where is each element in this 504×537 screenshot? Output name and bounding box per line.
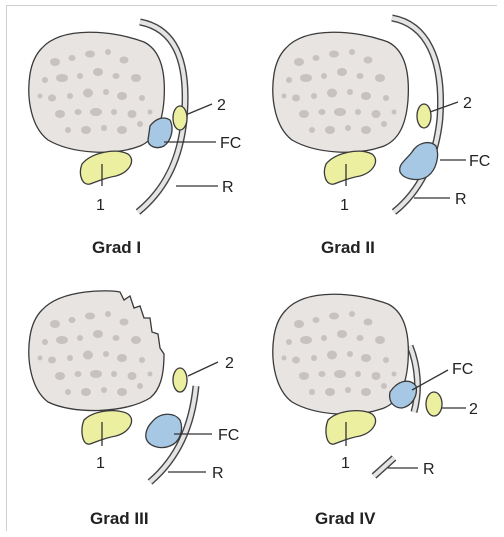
- structure-2-grad-1: [173, 106, 187, 130]
- label-1-grad-2: 1: [340, 197, 349, 214]
- label-r-grad-4: R: [423, 461, 435, 478]
- label-2-grad-4: 2: [469, 401, 478, 418]
- label-r-grad-2: R: [455, 191, 467, 208]
- grade-label-1: Grad I: [92, 238, 141, 257]
- label-fc-grad-2: FC: [469, 153, 490, 170]
- label-1-grad-4: 1: [341, 455, 350, 472]
- structure-2-grad-2: [417, 104, 431, 128]
- label-2-grad-3: 2: [225, 355, 234, 372]
- label-1-grad-3: 1: [96, 455, 105, 472]
- panel-grad-3: [29, 291, 218, 482]
- grade-label-3: Grad III: [90, 509, 149, 528]
- grade-label-2: Grad II: [321, 238, 375, 257]
- bone-4: [273, 294, 409, 414]
- label-2-grad-1: 2: [217, 97, 226, 114]
- fc-structure-2: [400, 143, 438, 180]
- label-fc-grad-1: FC: [220, 135, 241, 152]
- label-r-grad-3: R: [212, 465, 224, 482]
- structure-1-grad-3: [82, 411, 132, 445]
- label-fc-grad-4: FC: [452, 361, 473, 378]
- panel-grad-4: [273, 294, 466, 476]
- bone-1: [29, 32, 165, 152]
- bone-2: [273, 32, 409, 152]
- structure-1-grad-4: [326, 411, 376, 445]
- structure-1-grad-1: [80, 151, 131, 184]
- label-r-grad-1: R: [222, 179, 234, 196]
- label-2-grad-2: 2: [463, 95, 472, 112]
- panel-grad-2: [273, 18, 466, 212]
- fc-structure-3: [146, 414, 182, 447]
- structure-2-grad-3: [173, 368, 187, 392]
- structure-1-grad-2: [324, 151, 375, 184]
- label-1-grad-1: 1: [96, 197, 105, 214]
- structure-2-grad-4: [426, 392, 442, 416]
- label-fc-grad-3: FC: [218, 427, 239, 444]
- grade-label-4: Grad IV: [315, 509, 376, 528]
- panel-grad-1: [29, 22, 218, 212]
- bone-3: [29, 291, 164, 411]
